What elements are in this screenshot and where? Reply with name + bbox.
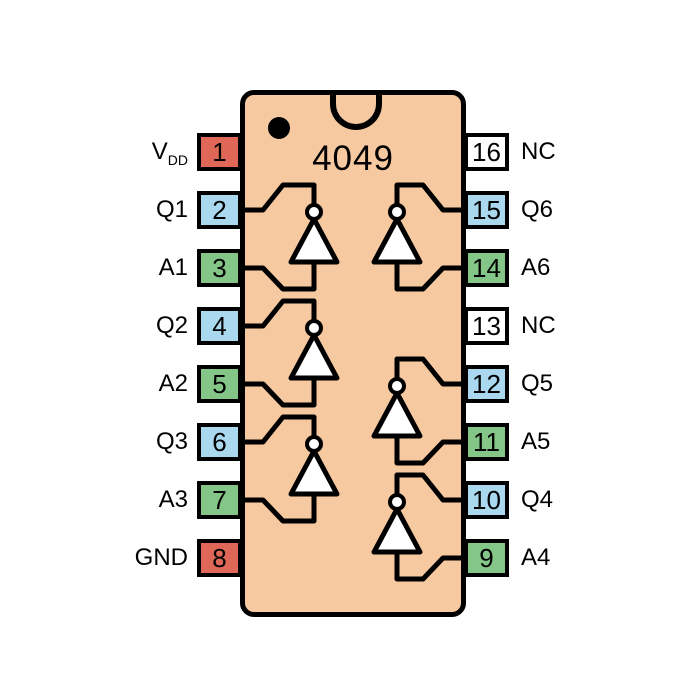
pin-label-q6: Q6 — [521, 196, 554, 223]
pin-box-5: 5 — [197, 365, 242, 403]
pin-label-a5: A5 — [521, 428, 551, 455]
pin-label-q5: Q5 — [521, 370, 554, 397]
pin-label-q2: Q2 — [155, 312, 188, 339]
pin-label-nc-13: NC — [521, 312, 556, 339]
pin-box-2: 2 — [197, 191, 242, 229]
pin-label-a4: A4 — [521, 544, 551, 571]
pin-box-15: 15 — [464, 191, 509, 229]
pin-label-a3: A3 — [158, 486, 188, 513]
pin-box-9: 9 — [464, 539, 509, 577]
inverter-ch3 — [240, 414, 340, 524]
pin-label-a1: A1 — [158, 254, 188, 281]
inverter-gates-wiring — [240, 182, 466, 582]
pin-label-q4: Q4 — [521, 486, 554, 513]
pin-box-1: 1 — [197, 133, 242, 171]
pin-box-14: 14 — [464, 249, 509, 287]
pin-box-12: 12 — [464, 365, 509, 403]
inverter-ch2 — [240, 298, 340, 408]
ic-notch — [330, 95, 382, 130]
pin-box-16: 16 — [464, 133, 509, 171]
pin-label-vdd: VDD — [151, 138, 188, 168]
pin-label-a6: A6 — [521, 254, 551, 281]
pin-box-7: 7 — [197, 481, 242, 519]
inverter-ch1 — [240, 182, 340, 292]
inverter-ch4 — [371, 472, 466, 582]
pin-box-13: 13 — [464, 307, 509, 345]
inverter-ch5 — [371, 356, 466, 466]
pin-label-nc-16: NC — [521, 138, 556, 165]
inverter-ch6 — [371, 182, 466, 292]
pin1-indicator-dot — [268, 117, 290, 139]
pin-label-q3: Q3 — [155, 428, 188, 455]
chip-name: 4049 — [312, 139, 394, 178]
pin-box-11: 11 — [464, 423, 509, 461]
pin-label-gnd: GND — [134, 544, 188, 571]
pin-box-8: 8 — [197, 539, 242, 577]
pin-label-a2: A2 — [158, 370, 188, 397]
pin-box-4: 4 — [197, 307, 242, 345]
pin-box-10: 10 — [464, 481, 509, 519]
pin-box-3: 3 — [197, 249, 242, 287]
ic-body — [240, 90, 466, 617]
pin-box-6: 6 — [197, 423, 242, 461]
pin-label-q1: Q1 — [155, 196, 188, 223]
